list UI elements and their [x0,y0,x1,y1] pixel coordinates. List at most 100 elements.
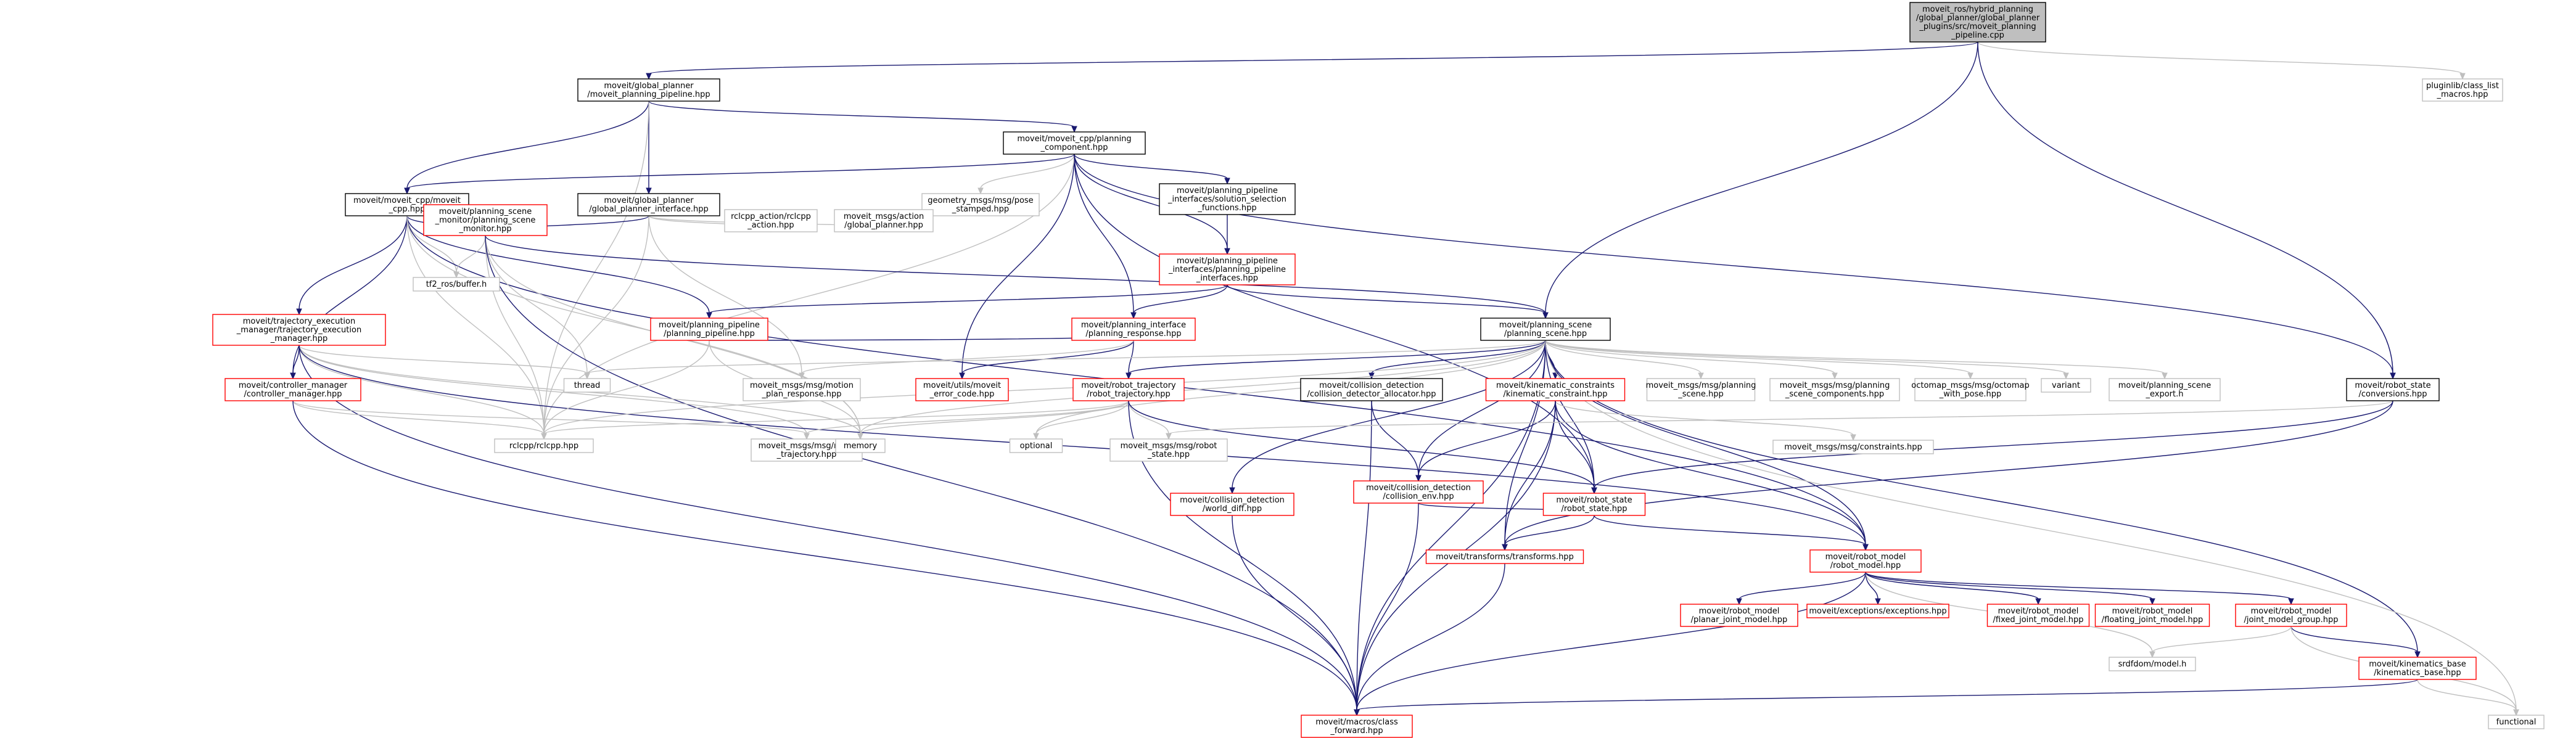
node-msg-robot-state[interactable]: moveit_msgs/msg/robot_state.hpp [1109,438,1228,462]
arrowhead [1502,544,1508,551]
edge-line [1074,154,1595,489]
edge-line [1594,400,2393,489]
node-robot-trajectory[interactable]: moveit/robot_trajectory/robot_trajectory… [1072,378,1185,401]
node-octomap[interactable]: octomap_msgs/msg/octomap_with_pose.hpp [1911,378,2030,401]
node-planning-scene[interactable]: moveit/planning_scene/planning_scene.hpp [1480,318,1611,341]
node-exceptions[interactable]: moveit/exceptions/exceptions.hpp [1806,604,1949,618]
node-gp-mpp[interactable]: moveit/global_planner/moveit_planning_pi… [577,78,720,102]
arrowhead [1071,126,1077,133]
node-transforms[interactable]: moveit/transforms/transforms.hpp [1425,549,1584,564]
node-srdf-model[interactable]: srdfdom/model.h [2109,657,2196,671]
edge-line [1418,400,1556,477]
node-label-line: /controller_manager.hpp [244,390,342,399]
node-conversions[interactable]: moveit/robot_state/conversions.hpp [2346,378,2440,401]
node-pp-interfaces[interactable]: moveit/planning_pipeline_interfaces/plan… [1159,253,1296,285]
edge-tem-to-controller-manager [290,345,300,380]
node-label-line: _manager.hpp [270,334,328,343]
node-label-line: moveit_msgs/msg/constraints.hpp [1784,443,1922,452]
node-cd-allocator[interactable]: moveit/collision_detection/collision_det… [1300,378,1443,401]
node-label-line: moveit/global_planner [604,81,694,91]
edge-line [980,154,1075,189]
node-msg-ps-components[interactable]: moveit_msgs/msg/planning_scene_component… [1769,378,1900,401]
node-planning-response[interactable]: moveit/planning_interface/planning_respo… [1071,318,1196,341]
arrowhead [1552,372,1558,380]
node-functional[interactable]: functional [2488,715,2545,729]
node-rclcpp[interactable]: rclcpp/rclcpp.hpp [494,438,594,453]
node-floating-joint[interactable]: moveit/robot_model/floating_joint_model.… [2094,604,2210,627]
node-geom-pose[interactable]: geometry_msgs/msg/pose_stamped.hpp [921,193,1040,216]
node-msg-planning-scene[interactable]: moveit_msgs/msg/planning_scene.hpp [1646,378,1756,401]
node-label-line: /global_planner.hpp [844,221,923,230]
arrowhead [1229,487,1235,494]
node-label-line: variant [2052,381,2080,390]
edge-line [543,340,1546,435]
node-box [1003,131,1146,155]
node-ps-export[interactable]: moveit/planning_scene_export.h [2109,378,2221,401]
node-rclcpp-action[interactable]: rclcpp_action/rclcpp_action.hpp [724,209,818,232]
node-box [1109,438,1228,462]
node-box [1353,480,1484,504]
node-planning-component[interactable]: moveit/moveit_cpp/planning_component.hpp [1003,131,1146,155]
node-optional[interactable]: optional [1009,438,1063,453]
edge-gp-mpp-to-moveit-cpp [404,100,649,195]
node-tem[interactable]: moveit/trajectory_execution_manager/traj… [212,314,386,346]
edge-collision-env-to-class-forward [1354,502,1419,716]
node-tf2-buffer[interactable]: tf2_ros/buffer.h [413,277,500,292]
node-variant[interactable]: variant [2041,378,2091,393]
edge-planning-scene-to-octomap [1545,340,1973,380]
node-psm[interactable]: moveit/planning_scene_monitor/planning_s… [423,204,548,236]
node-label-line: moveit/global_planner [604,196,694,205]
edge-line [860,400,1129,435]
node-fixed-joint[interactable]: moveit/robot_model/fixed_joint_model.hpp [1986,604,2090,627]
node-label-line: moveit/robot_model [1699,607,1780,616]
arrowhead [1850,434,1856,441]
node-label-line: _action.hpp [747,221,794,230]
edge-line [298,345,1866,546]
node-label-line: octomap_msgs/msg/octomap [1911,381,2029,390]
node-planar-joint[interactable]: moveit/robot_model/planar_joint_model.hp… [1680,604,1798,627]
edge-line [1504,340,1546,546]
node-thread[interactable]: thread [563,378,611,393]
node-planning-pipeline[interactable]: moveit/planning_pipeline/planning_pipeli… [650,318,768,341]
node-robot-model[interactable]: moveit/robot_model/robot_model.hpp [1809,549,1922,573]
arrowhead [1130,312,1137,319]
node-jmg[interactable]: moveit/robot_model/joint_model_group.hpp [2235,604,2347,627]
node-label-line: moveit/robot_model [1825,552,1906,562]
node-label-line: moveit_msgs/action [844,212,924,221]
edge-line [1977,41,2393,374]
node-box [1646,378,1756,401]
edge-line [1074,154,2393,374]
node-world-diff[interactable]: moveit/collision_detection/world_diff.hp… [1170,493,1294,516]
edge-kinematics-base-to-functional [2417,679,2519,716]
edge-line [1865,572,2292,600]
edge-world-diff-to-class-forward [1232,515,1360,716]
node-root[interactable]: moveit_ros/hybrid_planning/global_planne… [1909,2,2046,43]
node-box [577,193,720,216]
node-box [494,438,594,453]
node-classlist[interactable]: pluginlib/class_list_macros.hpp [2422,78,2503,102]
node-robot-state[interactable]: moveit/robot_state/robot_state.hpp [1542,493,1646,516]
edge-kinematic-constraint-to-robot-model [1555,400,1869,551]
node-solution-sel[interactable]: moveit/planning_pipeline_interfaces/solu… [1159,183,1296,215]
node-memory[interactable]: memory [835,438,886,453]
node-label-line: /floating_joint_model.hpp [2102,615,2204,625]
node-label-line: thread [574,381,601,390]
node-kinematic-constraint[interactable]: moveit/kinematic_constraints/kinematic_c… [1485,378,1626,401]
node-motion-plan-resp[interactable]: moveit_msgs/msg/motion_plan_response.hpp [743,378,861,401]
node-class-forward[interactable]: moveit/macros/class_forward.hpp [1301,715,1413,738]
node-error-code[interactable]: moveit/utils/moveit_error_code.hpp [915,378,1009,401]
node-collision-env[interactable]: moveit/collision_detection/collision_env… [1353,480,1484,504]
node-label-line: moveit/planning_scene [439,207,532,216]
node-box [1769,378,1900,401]
node-kinematics-base[interactable]: moveit/kinematics_base/kinematics_base.h… [2358,657,2477,680]
arrowhead [959,372,965,380]
node-gp-action[interactable]: moveit_msgs/action/global_planner.hpp [834,209,934,232]
edge-line [1356,340,1546,711]
edge-robot-trajectory-to-memory [857,400,1129,440]
node-controller-manager[interactable]: moveit/controller_manager/controller_man… [224,378,361,401]
node-msg-constraints[interactable]: moveit_msgs/msg/constraints.hpp [1772,440,1934,454]
edge-line [1504,400,2393,546]
node-gp-interface[interactable]: moveit/global_planner/global_planner_int… [577,193,720,216]
node-label-line: /planar_joint_model.hpp [1691,615,1788,625]
node-label-line: moveit/macros/class [1315,718,1398,727]
